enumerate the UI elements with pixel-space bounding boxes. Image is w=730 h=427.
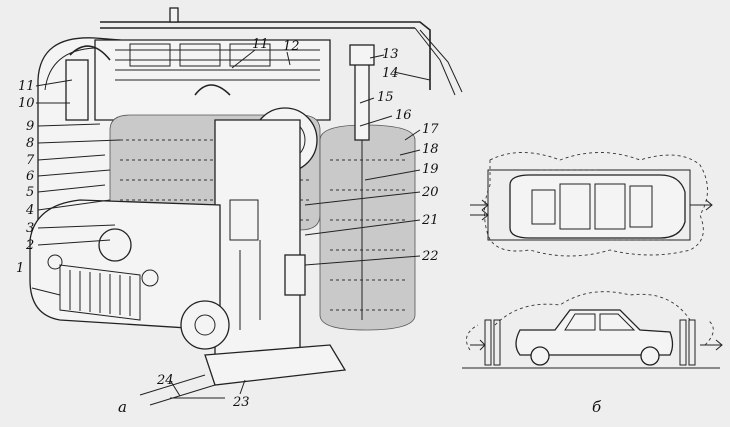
top-view-frame [487,169,691,241]
callout-11-left: 11 [18,79,35,94]
callouts-right: 13 14 15 16 17 18 19 20 21 22 [377,47,439,264]
callout-4: 4 [25,203,34,218]
callout-18: 18 [422,142,439,157]
airflow-top-loop [484,152,708,257]
callout-5: 5 [26,185,34,200]
callouts-left: 1 2 3 4 5 6 7 8 9 10 11 [16,79,35,276]
air-duct-left [69,45,111,61]
gantry-base [204,344,347,386]
valve-unit-22 [284,254,306,296]
panel-b-side-view [462,291,723,369]
hose-14 [414,27,456,96]
panel-b-top-view [470,152,713,257]
callout-8: 8 [26,136,34,151]
callout-1: 1 [16,261,24,276]
callout-17: 17 [422,122,439,137]
car-side-outline [515,309,674,356]
right-vertical-brush [319,124,416,331]
right-nozzle-bank [679,319,687,366]
arrow-out-top [690,199,713,211]
callout-21: 21 [421,213,439,228]
callout-9: 9 [26,119,34,134]
guide-rail [139,374,216,406]
callout-16: 16 [395,108,412,123]
callout-2: 2 [25,238,34,253]
arrow-out-side [700,339,723,351]
air-duct-right [194,84,231,96]
headlight-right [141,269,159,287]
callout-12: 12 [283,39,300,54]
car-front [29,199,221,331]
panel-a-illustration [29,7,463,406]
callout-19: 19 [422,162,439,177]
left-nozzle-bank [484,319,492,366]
car-top-outline [509,174,686,239]
callout-7: 7 [26,153,35,168]
callout-11-top: 11 [252,37,269,52]
side-brush-hub [98,228,132,262]
callouts-bottom: 23 24 [156,373,250,410]
arrow-in-top-2 [470,209,489,221]
panel-b-label: б [592,398,602,416]
car-side-wheel-front [530,346,550,366]
callout-15: 15 [377,90,394,105]
callout-10: 10 [18,96,35,111]
car-wheel [180,300,230,350]
callout-3: 3 [26,221,34,236]
callout-6: 6 [26,169,34,184]
top-water-pipe [100,21,431,90]
callout-22: 22 [421,249,439,264]
callout-13: 13 [382,47,399,62]
callout-23: 23 [232,395,250,410]
callout-14: 14 [382,66,399,81]
callout-24: 24 [156,373,174,388]
car-side-wheel-rear [640,346,660,366]
callout-20: 20 [421,185,439,200]
panel-a-label: а [118,398,127,416]
headlight-left [47,254,63,270]
pipe-connector [169,7,179,23]
arrow-in-side [470,339,486,351]
callouts-top: 11 12 [252,37,300,54]
callout-leaders [31,49,431,397]
arrow-in-top-1 [470,199,489,211]
left-blower [65,59,89,121]
